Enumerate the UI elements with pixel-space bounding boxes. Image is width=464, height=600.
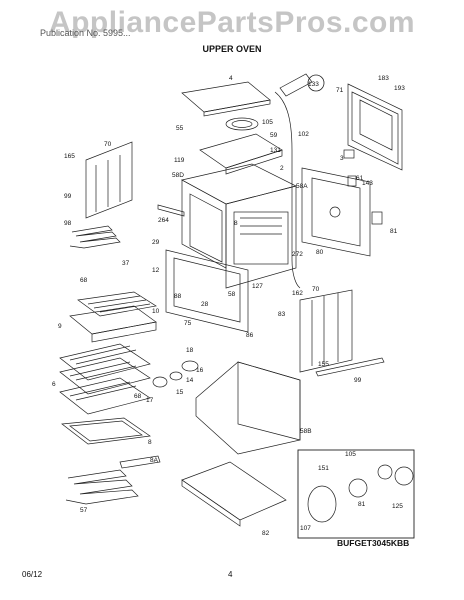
callout: 99 xyxy=(354,377,362,384)
oven-light-assembly xyxy=(152,360,199,388)
callout: 58 xyxy=(228,291,236,298)
callout: 83 xyxy=(278,311,286,318)
bracket-133 xyxy=(279,73,325,97)
right-side-frame xyxy=(301,149,383,257)
publication-subtitle: Publication No. 5995... xyxy=(40,28,131,38)
callout: 127 xyxy=(252,283,263,290)
callout: 162 xyxy=(292,290,303,297)
callout: 68 xyxy=(80,277,88,284)
callout: 3 xyxy=(340,155,344,162)
callout: 98 xyxy=(64,220,72,227)
oven-cavity xyxy=(181,163,297,289)
callout: 58B xyxy=(300,428,312,435)
callout: 55 xyxy=(176,125,184,132)
callout: 2 xyxy=(280,165,284,172)
broil-element xyxy=(65,455,161,505)
callout: 58A xyxy=(296,183,308,190)
callout: 81 xyxy=(390,228,398,235)
callout: 80 xyxy=(316,249,324,256)
callout: 102 xyxy=(298,131,309,138)
side-rail xyxy=(315,357,385,377)
callout: 57 xyxy=(80,507,88,514)
callout: 86 xyxy=(246,332,254,339)
callout: 8 xyxy=(148,439,152,446)
callout: 193 xyxy=(394,85,405,92)
convection-fan-inset xyxy=(297,449,415,539)
broil-pan xyxy=(69,291,157,343)
callout: 10 xyxy=(152,308,160,315)
callout: 131 xyxy=(270,147,281,154)
callout: 28 xyxy=(201,301,209,308)
rear-panel xyxy=(347,83,403,171)
callout: 70 xyxy=(104,141,112,148)
callout: 9 xyxy=(58,323,62,330)
callout: 264 xyxy=(158,217,169,224)
callout: 183 xyxy=(378,75,389,82)
callout: 82 xyxy=(262,530,270,537)
callout: 17 xyxy=(146,397,154,404)
callout: 143 xyxy=(362,180,373,187)
callout: 58D xyxy=(172,172,184,179)
callout: 61 xyxy=(356,175,364,182)
watermark: AppliancePartsPros.com xyxy=(48,6,416,39)
callout: 99 xyxy=(64,193,72,200)
callout: 88 xyxy=(174,293,182,300)
callout: 14 xyxy=(186,377,194,384)
footer-date: 06/12 xyxy=(22,570,43,579)
page-number: 4 xyxy=(228,570,233,579)
left-side-panel xyxy=(85,141,133,219)
fan-cover xyxy=(199,117,283,175)
callout: 125 xyxy=(392,503,403,510)
callout: 81 xyxy=(358,501,366,508)
callout: 8A xyxy=(150,457,159,464)
callout: 37 xyxy=(122,260,130,267)
callout: 133 xyxy=(308,81,319,88)
callout: 59 xyxy=(270,132,278,139)
model-number: BUFGET3045KBB xyxy=(337,538,410,548)
front-frame xyxy=(157,204,249,333)
callout: 12 xyxy=(152,267,160,274)
bottom-panel xyxy=(195,361,301,455)
callout: 105 xyxy=(262,119,273,126)
wire-tube xyxy=(274,91,301,289)
callout-labels: 183 193 71 4 133 105 59 55 131 102 70 2 … xyxy=(52,75,405,537)
callout: 151 xyxy=(318,465,329,472)
callout: 105 xyxy=(345,451,356,458)
oven-racks xyxy=(59,343,151,415)
callout: 272 xyxy=(292,251,303,258)
right-side-panel xyxy=(299,289,353,373)
bottom-tray xyxy=(61,417,151,445)
diagram-title: UPPER OVEN xyxy=(202,44,262,54)
callout: 15 xyxy=(176,389,184,396)
callout: 71 xyxy=(336,87,344,94)
callout: 107 xyxy=(300,525,311,532)
callout: 18 xyxy=(186,347,194,354)
callout: 68 xyxy=(134,393,142,400)
callout: 155 xyxy=(318,361,329,368)
callout: 6 xyxy=(52,381,56,388)
callout: 75 xyxy=(184,320,192,327)
base-tray xyxy=(181,461,287,527)
callout: 8 xyxy=(234,220,238,227)
callout: 165 xyxy=(64,153,75,160)
callout: 4 xyxy=(229,75,233,82)
callout: 16 xyxy=(196,367,204,374)
callout: 119 xyxy=(174,157,185,164)
callout: 29 xyxy=(152,239,160,246)
vent-plate xyxy=(181,81,271,117)
callout: 70 xyxy=(312,286,320,293)
bake-element xyxy=(69,225,121,249)
